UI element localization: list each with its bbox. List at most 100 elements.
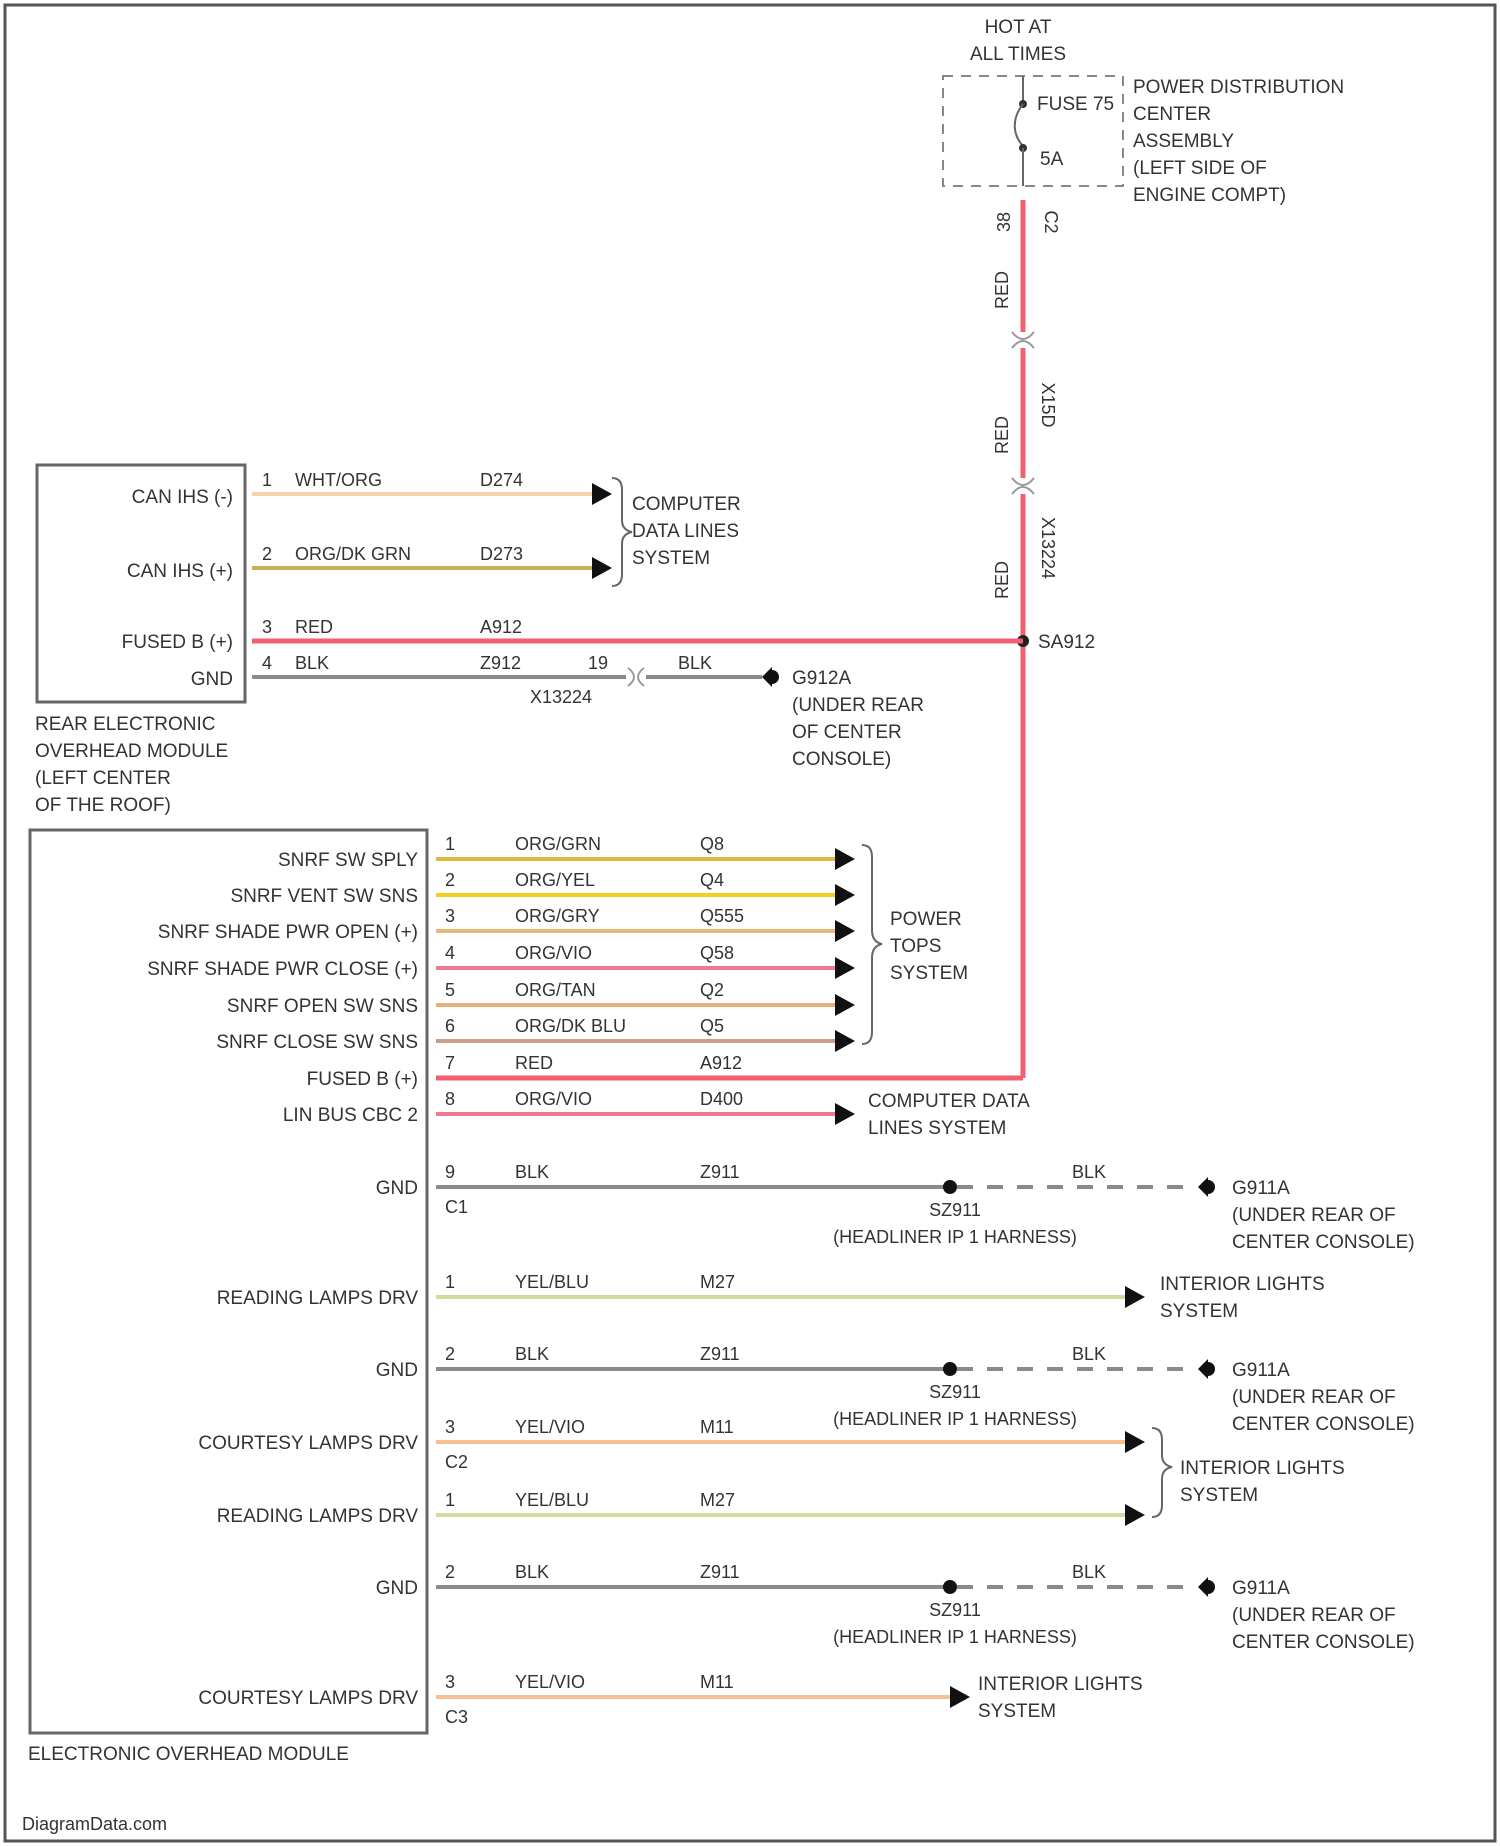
footer-watermark: DiagramData.com: [22, 1814, 167, 1834]
ground-far-color: BLK: [1072, 1562, 1106, 1582]
front-pin-9-num: 9: [445, 1162, 455, 1182]
splice-sz911-dot: [943, 1180, 957, 1194]
front-pin-6-color: ORG/DK BLU: [515, 1016, 626, 1036]
interior-b-line-2: SYSTEM: [1180, 1485, 1258, 1506]
front-pin-5-color: ORG/TAN: [515, 980, 596, 1000]
front-pin-6-arrow: [835, 1030, 855, 1052]
front-pin-9-label: GND: [376, 1178, 418, 1199]
front-pin-10-color: YEL/BLU: [515, 1272, 589, 1292]
front-pin-5-num: 5: [445, 980, 455, 1000]
front-pin-15-conn: C3: [445, 1707, 468, 1727]
fuse-amps: 5A: [1040, 149, 1064, 170]
front-pin-7-circuit: A912: [700, 1053, 742, 1073]
front-pin-8-num: 8: [445, 1089, 455, 1109]
splice-sz911-note: (HEADLINER IP 1 HARNESS): [833, 1227, 1077, 1247]
hot-label-1: HOT AT: [985, 17, 1052, 38]
front-pin-3-num: 3: [445, 906, 455, 926]
gnd-inline-connector: [628, 668, 644, 686]
front-pin-9-color: BLK: [515, 1162, 549, 1182]
interior-c-line-2: SYSTEM: [978, 1701, 1056, 1722]
front-pin-6-circuit: Q5: [700, 1016, 724, 1036]
rear-pin-circuit-3: A912: [480, 617, 522, 637]
front-pin-8-circuit: D400: [700, 1089, 743, 1109]
splice-sz911-note: (HEADLINER IP 1 HARNESS): [833, 1409, 1077, 1429]
front-pin-4-num: 4: [445, 943, 455, 963]
front-pin-6-label: SNRF CLOSE SW SNS: [216, 1032, 418, 1053]
front-pin-4-color: ORG/VIO: [515, 943, 592, 963]
ground-g911a-dot: [1201, 1580, 1215, 1594]
front-pin-1-arrow: [835, 848, 855, 870]
rear-pin-label-1: CAN IHS (-): [132, 487, 233, 508]
front-pin-9-conn: C1: [445, 1197, 468, 1217]
front-pin-15-label: COURTESY LAMPS DRV: [198, 1688, 418, 1709]
front-pin-15-arrow: [950, 1686, 970, 1708]
ground-g911a-line-1: (UNDER REAR OF: [1232, 1205, 1396, 1226]
hot-label-2: ALL TIMES: [970, 44, 1066, 65]
cdl-line-3: SYSTEM: [632, 548, 710, 569]
ground-g911a-dot: [1201, 1362, 1215, 1376]
power-tops-line-2: TOPS: [890, 936, 941, 957]
rear-pin-circuit-2: D273: [480, 544, 523, 564]
front-pin-8-arrow: [835, 1103, 855, 1125]
front-pin-3-label: SNRF SHADE PWR OPEN (+): [158, 922, 418, 943]
front-pin-3-arrow: [835, 920, 855, 942]
ground-far-color: BLK: [1072, 1344, 1106, 1364]
gnd-inline-conn: X13224: [530, 687, 592, 707]
fuse-element: [1015, 104, 1023, 146]
front-pin-14-color: BLK: [515, 1562, 549, 1582]
front-pin-3-color: ORG/GRY: [515, 906, 600, 926]
rear-module-name-3: (LEFT CENTER: [35, 768, 171, 789]
front-pin-1-color: ORG/GRN: [515, 834, 601, 854]
cdl-line-2: DATA LINES: [632, 521, 739, 542]
ground-g911a-dot: [1201, 1180, 1215, 1194]
front-pin-13-label: READING LAMPS DRV: [217, 1506, 419, 1527]
ground-g912a-line-3: CONSOLE): [792, 749, 891, 770]
cdl-line-1: COMPUTER: [632, 494, 741, 515]
pdc-conn: C2: [1041, 210, 1061, 233]
front-pin-4-label: SNRF SHADE PWR CLOSE (+): [147, 959, 418, 980]
front-cdl-line-2: LINES SYSTEM: [868, 1118, 1006, 1139]
power-tops-line-1: POWER: [890, 909, 962, 930]
arrow-can-ihs-pos: [592, 557, 612, 579]
front-pin-13-circuit: M27: [700, 1490, 735, 1510]
seg2-conn: X15D: [1038, 382, 1058, 427]
front-pin-2-label: SNRF VENT SW SNS: [230, 886, 418, 907]
rear-pin-label-3: FUSED B (+): [122, 632, 233, 653]
seg3-color: RED: [992, 561, 1012, 599]
front-pin-12-arrow: [1125, 1431, 1145, 1453]
front-pin-7-label: FUSED B (+): [307, 1069, 418, 1090]
rear-pin-num-2: 2: [262, 544, 272, 564]
power-tops-line-3: SYSTEM: [890, 963, 968, 984]
pdc-line-4: (LEFT SIDE OF: [1133, 158, 1267, 179]
front-pin-3-circuit: Q555: [700, 906, 744, 926]
pdc-line-3: ASSEMBLY: [1133, 131, 1234, 152]
ground-group-11: BLKSZ911(HEADLINER IP 1 HARNESS)G911A(UN…: [833, 1344, 1415, 1435]
ground-g912a-line-1: (UNDER REAR: [792, 695, 924, 716]
front-pin-1-num: 1: [445, 834, 455, 854]
rear-pin-label-4: GND: [191, 669, 233, 690]
rear-pin-num-4: 4: [262, 653, 272, 673]
front-pin-12-num: 3: [445, 1417, 455, 1437]
rear-pin-num-3: 3: [262, 617, 272, 637]
ground-g911a-line-2: CENTER CONSOLE): [1232, 1414, 1415, 1435]
front-pin-1-circuit: Q8: [700, 834, 724, 854]
front-pin-5-arrow: [835, 994, 855, 1016]
rear-pin-color-2: ORG/DK GRN: [295, 544, 411, 564]
front-pin-11-label: GND: [376, 1360, 418, 1381]
front-pin-8-color: ORG/VIO: [515, 1089, 592, 1109]
front-pin-2-num: 2: [445, 870, 455, 890]
rear-module: CAN IHS (-) CAN IHS (+) FUSED B (+) GND …: [35, 465, 1023, 816]
front-module-name: ELECTRONIC OVERHEAD MODULE: [28, 1744, 349, 1765]
front-pin-14-num: 2: [445, 1562, 455, 1582]
front-module: ELECTRONIC OVERHEAD MODULE SNRF SW SPLYS…: [28, 830, 1415, 1765]
splice-sz911-label: SZ911: [929, 1600, 981, 1620]
front-pin-12-label: COURTESY LAMPS DRV: [198, 1433, 418, 1454]
pdc-line-1: POWER DISTRIBUTION: [1133, 77, 1344, 98]
splice-sa912-label: SA912: [1038, 632, 1095, 653]
front-pin-14-circuit: Z911: [700, 1562, 740, 1582]
seg2-color: RED: [992, 416, 1012, 454]
inline-connector-2: [1012, 478, 1034, 494]
interior-b-brace: [1152, 1428, 1172, 1517]
cdl-brace: [612, 478, 632, 586]
